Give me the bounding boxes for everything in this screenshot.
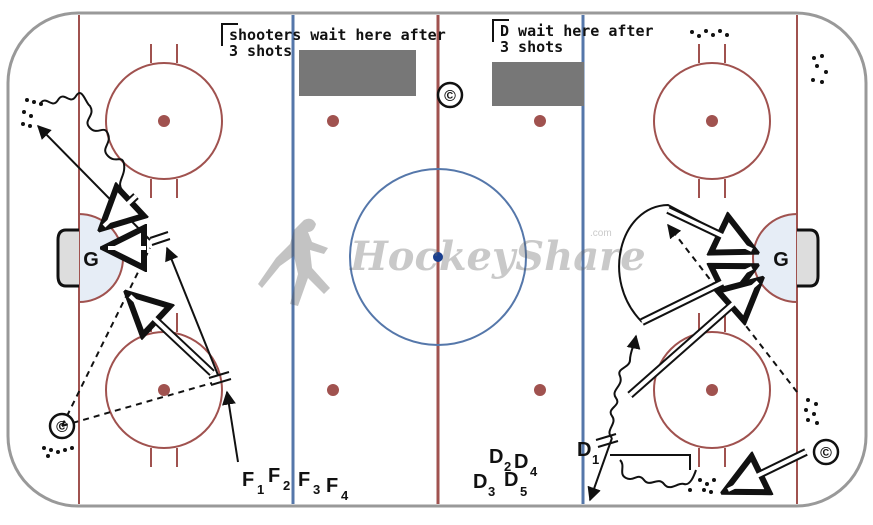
forward-sub: 2 — [283, 478, 290, 493]
faceoff-circle-right-top — [653, 44, 771, 198]
forward-letter: F — [326, 475, 338, 497]
faceoff-dot — [534, 384, 546, 396]
defense-sub: 4 — [530, 464, 538, 479]
puck-pile — [811, 54, 828, 84]
skate-path — [587, 437, 613, 502]
left-drill-paths — [37, 92, 239, 463]
puck-pile — [690, 29, 729, 38]
note-bracket — [492, 19, 509, 42]
right-drill-paths — [587, 203, 798, 502]
goalie-left: G — [83, 249, 99, 271]
skate-path — [222, 390, 239, 463]
defense-letter: D — [504, 469, 518, 491]
skate-path — [618, 203, 743, 323]
forward-sub: 1 — [257, 482, 264, 497]
shooters-wait-note: shooters wait here after 3 shots — [229, 26, 446, 60]
note-bracket — [221, 23, 238, 46]
watermark-sup: .com — [590, 228, 612, 239]
hockey-player-silhouette — [258, 218, 330, 306]
faceoff-dot — [706, 115, 718, 127]
defense-sub: 5 — [520, 484, 527, 499]
coach-symbol: © — [56, 419, 68, 436]
coach-icon: © — [436, 81, 464, 109]
defense-wait-area — [492, 62, 584, 106]
defense-sub: 2 — [504, 459, 511, 474]
faceoff-dot — [327, 115, 339, 127]
pass-path — [61, 382, 213, 427]
skate-path — [610, 454, 691, 470]
puck-pile — [688, 478, 716, 494]
puck-pile — [42, 446, 74, 458]
stickhandle-path — [608, 334, 641, 439]
pass-path — [61, 247, 151, 427]
forward-letter: F — [298, 469, 310, 491]
stick-mark — [595, 433, 619, 448]
shot-arrow — [102, 194, 138, 228]
puck-pile — [804, 398, 819, 425]
faceoff-dot — [327, 384, 339, 396]
faceoff-dot — [706, 384, 718, 396]
shot-arrow — [628, 280, 760, 397]
goal-net-right — [797, 228, 820, 288]
faceoff-dot — [158, 384, 170, 396]
center-circle — [349, 168, 527, 346]
coach-symbol: © — [444, 88, 456, 105]
shot-arrow — [128, 294, 214, 375]
hockeyshare-watermark: HockeyShare .com — [258, 218, 646, 306]
stick-mark — [208, 371, 232, 386]
goalie-right: G — [773, 249, 789, 271]
shooters-wait-area — [299, 50, 416, 96]
defense-letter: D — [489, 446, 503, 468]
goal-net-left — [56, 228, 79, 288]
defense-sub: 3 — [488, 484, 495, 499]
shot-arrow — [727, 450, 807, 492]
watermark-text: HockeyShare — [349, 233, 646, 280]
defense-letter: D — [514, 451, 528, 473]
stickhandle-path — [39, 92, 133, 211]
stick-mark — [149, 231, 171, 246]
forward-sub: 4 — [341, 488, 349, 503]
defense-letter: D — [473, 471, 487, 493]
pass-path — [667, 223, 798, 393]
defense-labels: D 2 D 4 D 3 D 5 D 1 — [473, 439, 599, 499]
forward-letter: F — [268, 465, 280, 487]
skate-path — [165, 246, 219, 376]
faceoff-circle-left-top — [105, 44, 223, 198]
shot-arrow — [667, 208, 753, 252]
coach-symbol: © — [820, 445, 832, 462]
stickhandle-path — [619, 459, 697, 489]
defense-wait-note: D wait here after 3 shots — [500, 22, 654, 56]
center-dot — [433, 252, 443, 262]
coach-icon: © — [812, 438, 840, 466]
defense-sub: 1 — [592, 452, 599, 467]
left-shot-arrows — [102, 194, 215, 376]
defense-letter: D — [577, 439, 591, 461]
forward-letter: F — [242, 469, 254, 491]
right-shot-arrows — [627, 206, 808, 492]
faceoff-dot — [534, 115, 546, 127]
forward-labels: F 1 F 2 F 3 F 4 — [242, 465, 349, 503]
forward-sub: 3 — [313, 482, 320, 497]
faceoff-dot — [158, 115, 170, 127]
